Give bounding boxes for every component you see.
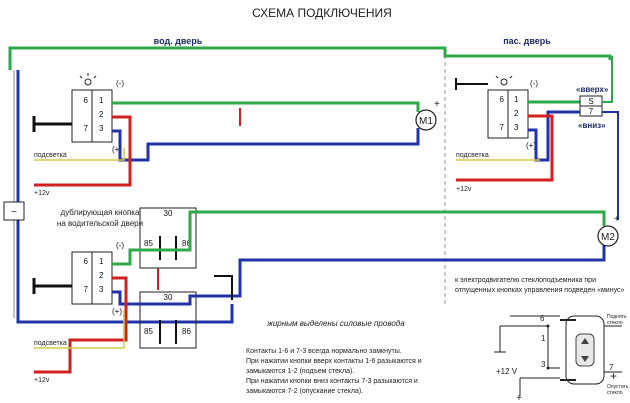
pin-plus-top: (-) (116, 79, 124, 88)
svg-text:(+): (+) (112, 307, 122, 316)
relay-1: 30 85 86 (139, 207, 197, 269)
svg-text:30: 30 (164, 209, 173, 218)
svg-text:подсветка: подсветка (456, 152, 489, 159)
inset-rocker (575, 333, 595, 367)
svg-text:6: 6 (84, 257, 89, 266)
svg-text:+12 V: +12 V (496, 367, 518, 376)
svg-text:Поднять: Поднять (607, 314, 627, 320)
svg-text:Опустить: Опустить (607, 384, 629, 390)
backlight-label-top: подсветка (34, 152, 67, 159)
lamp-icon-pass (495, 75, 513, 86)
svg-text:3: 3 (99, 285, 104, 294)
svg-text:При нажатии кнопки вверх конта: При нажатии кнопки вверх контакты 1-6 ра… (246, 358, 422, 365)
svg-text:7: 7 (609, 363, 614, 372)
blue-to-m2 (112, 244, 606, 306)
svg-text:1: 1 (541, 334, 546, 343)
inset-schematic: 6 1 3 7 +12 V + + Поднять стекло Опустит… (494, 314, 629, 403)
relay-2: 30 85 86 (139, 291, 197, 349)
up-label: «вверх» (576, 85, 609, 94)
svg-text:+: + (516, 393, 522, 403)
red-12v-bottom (34, 276, 128, 374)
svg-text:7: 7 (589, 107, 594, 116)
svg-text:отпущенных кнопках управления: отпущенных кнопках управления подведен «… (455, 287, 624, 294)
pass-door-label: пас. дверь (503, 36, 551, 46)
bold-note: жирным выделены силовые провода (266, 319, 405, 328)
arrow-down-icon (581, 356, 589, 362)
green-to-m2 (112, 210, 606, 266)
svg-text:85: 85 (144, 239, 153, 248)
svg-text:2: 2 (514, 109, 519, 118)
svg-text:замыкаются 1-2 (подъем стекла): замыкаются 1-2 (подъем стекла). (246, 368, 354, 375)
duplicate-label-1: дублирующая кнопка (61, 208, 140, 217)
pin-1-top: 1 (99, 96, 104, 105)
down-label: «вниз» (578, 121, 606, 130)
polarity-box: ~ (3, 201, 25, 221)
svg-text:30: 30 (164, 293, 173, 302)
green-to-m1 (112, 101, 420, 112)
motor-m2: M2 + (597, 214, 620, 247)
pin-6-top: 6 (84, 96, 89, 105)
pin-7-top: 7 (84, 124, 89, 133)
driver-door-label: вод. дверь (154, 36, 203, 46)
yellow-backlight-bottom (34, 310, 125, 349)
svg-text:6: 6 (540, 314, 545, 323)
svg-text:2: 2 (99, 271, 104, 280)
svg-text:стекло: стекло (607, 390, 623, 396)
svg-text:S: S (588, 97, 593, 106)
svg-text:6: 6 (500, 95, 505, 104)
svg-text:1: 1 (99, 257, 104, 266)
svg-text:85: 85 (144, 327, 153, 336)
m1-plus: + (434, 99, 440, 110)
yellow-backlight-top (34, 148, 125, 161)
svg-text:7: 7 (84, 285, 89, 294)
pass-connector: S 7 (579, 95, 603, 117)
svg-text:При нажатии кнопки вниз контак: При нажатии кнопки вниз контакты 7-3 раз… (246, 378, 418, 385)
duplicate-label-2: на водительской двери (57, 219, 143, 228)
svg-text:1: 1 (514, 95, 519, 104)
svg-text:86: 86 (182, 327, 191, 336)
svg-text:~: ~ (11, 207, 17, 218)
svg-text:M2: M2 (601, 232, 615, 243)
svg-text:+: + (610, 369, 617, 383)
svg-text:7: 7 (500, 123, 505, 132)
backlight-label-bottom: подсветка (34, 340, 67, 347)
svg-text:86: 86 (182, 239, 191, 248)
lamp-icon (79, 73, 97, 86)
pin-2-top: 2 (99, 110, 104, 119)
svg-text:3: 3 (514, 123, 519, 132)
motor-minus-note: к электродвигателю стеклоподъемника при … (455, 277, 624, 294)
pass-switch: 6 1 2 7 3 (-) (+) (487, 79, 538, 150)
blue-to-m1 (112, 128, 420, 162)
driver-switch-bottom: 6 1 2 7 3 (-) (+) (71, 241, 124, 316)
svg-text:замыкаются 7-2 (опускание стек: замыкаются 7-2 (опускание стекла). (246, 388, 363, 395)
svg-text:3: 3 (541, 360, 546, 369)
arrow-up-icon (581, 338, 589, 344)
pin-minus-top: (+) (112, 145, 122, 154)
svg-text:Контакты 1-6 и 7-3 всегда норм: Контакты 1-6 и 7-3 всегда нормально замк… (246, 348, 402, 355)
svg-text:(-): (-) (116, 241, 124, 250)
motor-m1: M1 + (415, 99, 440, 131)
svg-text:к электродвигателю стеклоподъе: к электродвигателю стеклоподъемника при (455, 277, 596, 284)
svg-text:стекло: стекло (607, 320, 623, 326)
svg-text:(-): (-) (530, 79, 538, 88)
red-12v-top (34, 115, 132, 187)
pin-3-top: 3 (99, 124, 104, 133)
svg-text:M1: M1 (419, 116, 433, 127)
v12-label-bottom: +12v (34, 377, 50, 384)
pass-red-wire (456, 114, 554, 182)
green-outer-wire (8, 46, 612, 70)
pass-blue-wire (528, 110, 580, 162)
contacts-notes: Контакты 1-6 и 7-3 всегда нормально замк… (246, 348, 422, 395)
svg-text:(+): (+) (526, 141, 536, 150)
svg-text:+12v: +12v (456, 186, 472, 193)
diagram-title: СХЕМА ПОДКЛЮЧЕНИЯ (252, 6, 392, 20)
v12-label-top: +12v (34, 190, 50, 197)
m2-plus: + (614, 214, 620, 225)
